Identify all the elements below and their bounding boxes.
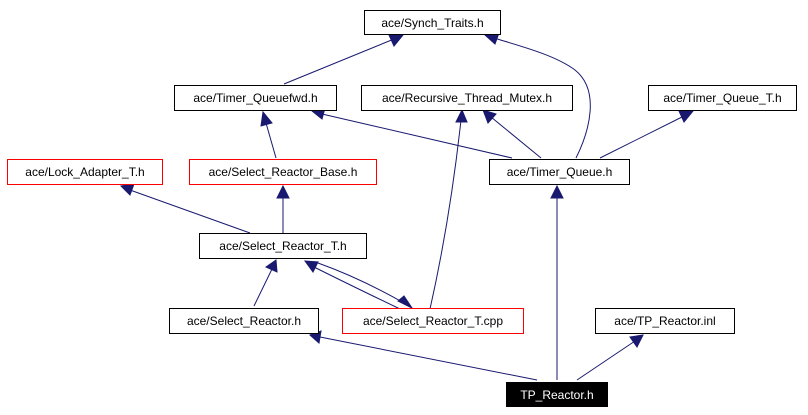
arrowhead [260, 110, 273, 127]
node-synch-traits-h[interactable]: ace/Synch_Traits.h [364, 10, 501, 35]
edge-timer-queue-to-synch-traits [493, 37, 591, 159]
edge-timer-queue-to-timer-queuefwd [321, 113, 513, 159]
edge-select-reactor-to-select-reactor-t [253, 268, 273, 307]
arrowhead [303, 260, 319, 273]
edge-timer-queue-to-timer-queue-t [599, 115, 685, 159]
edge-cpp-to-select-reactor-t [313, 266, 401, 310]
edge-cpp-to-recursive-thread-mutex [429, 119, 462, 310]
edge-select-reactor-base-to-timer-queuefwd [265, 122, 277, 159]
node-select-reactor-t-h[interactable]: ace/Select_Reactor_T.h [199, 233, 367, 259]
arrowhead [264, 259, 278, 273]
edge-timer-queue-to-recursive-thread-mutex [490, 116, 542, 159]
arrowhead [388, 34, 405, 47]
arrowhead [276, 184, 290, 199]
node-select-reactor-h[interactable]: ace/Select_Reactor.h [169, 308, 319, 334]
arrowhead [550, 184, 564, 199]
node-timer-queue-t-h[interactable]: ace/Timer_Queue_T.h [648, 85, 797, 111]
node-recursive-thread-mutex-h[interactable]: ace/Recursive_Thread_Mutex.h [361, 85, 573, 111]
node-select-reactor-t-cpp[interactable]: ace/Select_Reactor_T.cpp [342, 308, 524, 334]
edge-tp-reactor-to-tp-reactor-inl [576, 340, 636, 381]
arrowhead [629, 334, 644, 348]
arrowhead [455, 108, 468, 123]
edge-select-reactor-t-to-lock-adapter [129, 189, 251, 234]
node-timer-queue-h[interactable]: ace/Timer_Queue.h [489, 159, 630, 185]
edge-select-reactor-t-to-cpp [317, 262, 405, 304]
arrowhead [678, 110, 695, 123]
arrowhead [397, 295, 414, 310]
node-tp-reactor-inl[interactable]: ace/TP_Reactor.inl [595, 308, 735, 334]
node-tp-reactor-h: TP_Reactor.h [506, 382, 608, 407]
edges [119, 32, 695, 381]
edge-timer-queuefwd-to-synch-traits [283, 38, 395, 85]
arrowhead [482, 109, 497, 124]
edge-tp-reactor-to-select-reactor [319, 336, 538, 381]
arrowhead [119, 183, 135, 196]
node-lock-adapter-t-h[interactable]: ace/Lock_Adapter_T.h [7, 159, 163, 185]
node-select-reactor-base-h[interactable]: ace/Select_Reactor_Base.h [189, 159, 377, 185]
node-timer-queuefwd-h[interactable]: ace/Timer_Queuefwd.h [174, 85, 337, 111]
